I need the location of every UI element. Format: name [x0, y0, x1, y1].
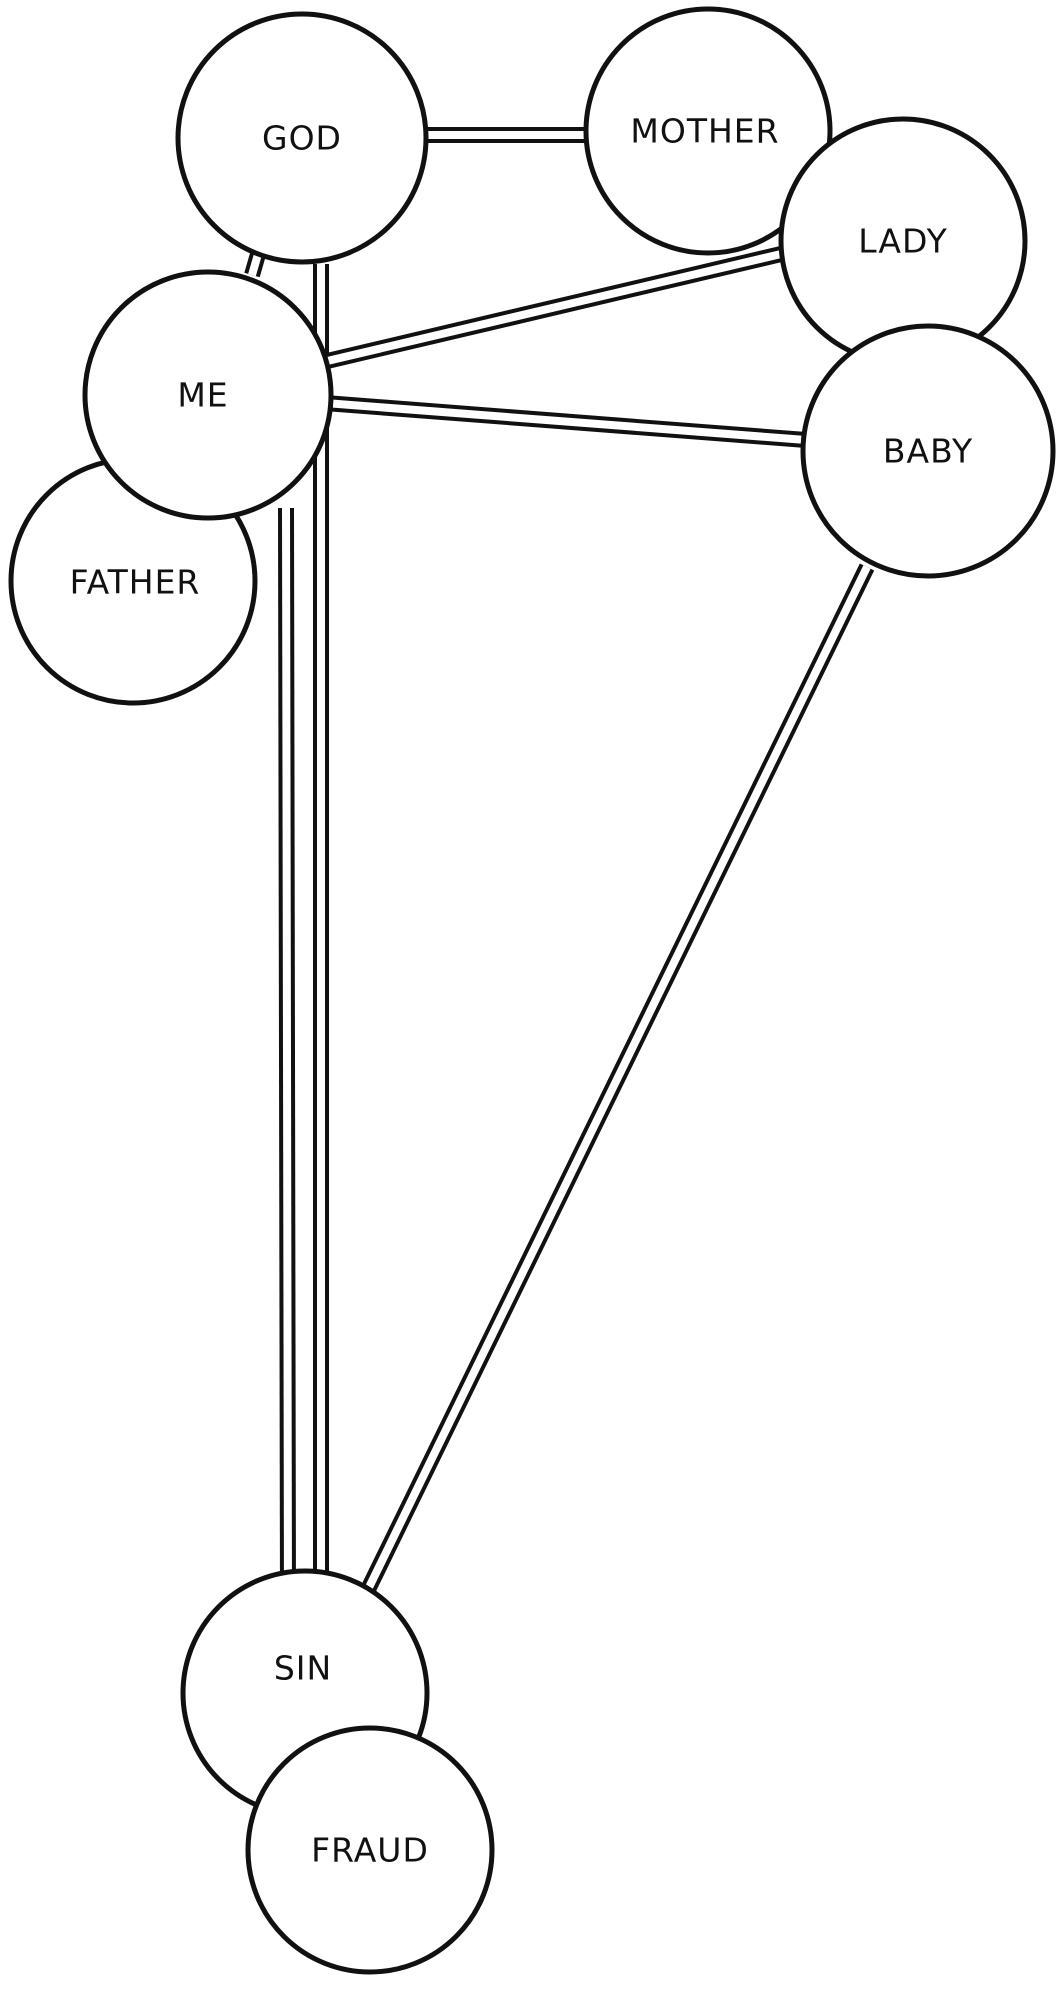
node-sin-label: SIN: [274, 1649, 332, 1688]
connector-me-baby: [324, 395, 807, 448]
node-me-label: ME: [177, 376, 228, 415]
connector-baby-sin: [349, 563, 875, 1616]
node-mother: MOTHER: [583, 6, 833, 256]
node-fraud-label: FRAUD: [311, 1831, 429, 1870]
node-father-label: FATHER: [70, 563, 201, 602]
node-baby: BABY: [800, 323, 1056, 579]
node-fraud: FRAUD: [245, 1725, 495, 1975]
connector-me-sin: [278, 507, 296, 1609]
node-me: ME: [82, 269, 334, 521]
node-god-label: GOD: [262, 119, 342, 158]
connector-me-lady: [321, 242, 800, 370]
node-lady: LADY: [778, 116, 1028, 366]
node-god: GOD: [175, 11, 429, 265]
node-mother-label: MOTHER: [630, 112, 779, 151]
node-lady-label: LADY: [858, 222, 947, 261]
node-baby-label: BABY: [883, 432, 973, 471]
